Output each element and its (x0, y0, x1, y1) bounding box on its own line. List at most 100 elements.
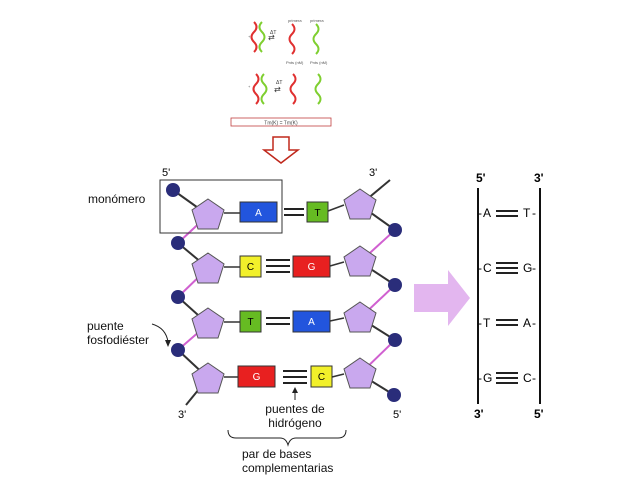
monomer-label: monómero (88, 192, 146, 206)
base-pair-row-4: G C (237, 365, 333, 388)
five-prime-top-label: 5' (162, 167, 170, 179)
simplified-pair-3: - T A - (478, 316, 536, 330)
svg-text:-: - (478, 371, 482, 385)
three-prime-bottom-label: 3' (178, 409, 186, 421)
base-label: G (308, 262, 316, 273)
melting-curve-figure: + ΔT ⇄ primera primera Pnts (nM) Pnts (n… (230, 18, 332, 127)
svg-text:-: - (532, 316, 536, 330)
base-box-left (237, 365, 276, 388)
svg-text:-: - (532, 261, 536, 275)
helix-green-2 (314, 73, 322, 105)
top-label: Pnts (nM) (286, 60, 304, 65)
base-label: T (314, 208, 320, 219)
base-letter: G (483, 371, 492, 385)
base-letter: G (523, 261, 532, 275)
svg-text:-: - (478, 316, 482, 330)
base-label: A (255, 208, 262, 219)
base-label: C (318, 372, 325, 383)
phosphate-circle (171, 343, 185, 357)
base-letter: - (478, 206, 482, 220)
helix-double-1 (250, 21, 266, 53)
top-label: primera (288, 18, 302, 23)
svg-text:ΔT: ΔT (270, 30, 276, 36)
sugar-pentagon (191, 252, 225, 284)
phosphate-circle (388, 223, 402, 237)
pair-brace (227, 429, 347, 447)
hbond-dots (266, 317, 290, 325)
helix-red-2 (289, 73, 297, 105)
hbond-dots (284, 208, 304, 216)
equation-text: Tm(K) = Tm(K) (264, 121, 298, 127)
hbond-dots (283, 370, 307, 384)
base-pair-row-1: A T (239, 201, 329, 223)
simplified-pair-1: - A T - (478, 206, 536, 220)
helix-double-2 (252, 73, 268, 105)
sugars (191, 188, 377, 394)
base-letter: T (523, 206, 531, 220)
helix-red-1 (288, 23, 296, 55)
three-prime-top-label: 3' (534, 171, 544, 185)
bridge-label: puente (87, 319, 124, 333)
hbond-dots (266, 259, 290, 273)
svg-text:⇄: ⇄ (268, 33, 275, 42)
phosphate-circle (388, 278, 402, 292)
base-letter: C (523, 371, 532, 385)
sugar-pentagon (191, 307, 225, 339)
base-pair-row-3: T A (239, 310, 331, 333)
three-prime-top-label: 3' (369, 167, 377, 179)
svg-text:-: - (532, 371, 536, 385)
monomer-box (159, 179, 283, 234)
base-connectors (224, 204, 345, 378)
phosphate-circle (387, 388, 401, 402)
base-letter: C (483, 261, 492, 275)
bridge-label: fosfodiéster (87, 333, 149, 347)
base-label: A (308, 317, 315, 328)
svg-text:⇄: ⇄ (274, 85, 281, 94)
right-arrow-icon (414, 270, 470, 326)
phosphate-circle (166, 183, 180, 197)
arrowhead-icon (165, 340, 171, 347)
sugar-pentagon (343, 301, 377, 333)
simplified-dna: 5' 3' 3' 5' - A T - - C G - - T (474, 171, 544, 421)
base-box-left (239, 255, 262, 278)
svg-text:-: - (478, 261, 482, 275)
base-label: T (247, 317, 253, 328)
phosphate-circle (171, 236, 185, 250)
base-letter: A (523, 316, 531, 330)
bridge-pointer-arrow (151, 323, 169, 343)
svg-text:+: + (248, 34, 251, 39)
simplified-pair-4: - G C - (478, 371, 536, 385)
helix-green-1 (312, 23, 320, 55)
pair-label: par de bases (242, 447, 311, 461)
base-box-left (239, 310, 262, 333)
hbond-label: puentes de (265, 402, 325, 416)
base-label: G (253, 372, 261, 383)
sugar-pentagon (191, 198, 225, 230)
sugar-pentagon (343, 357, 377, 389)
phosphate-circle (171, 290, 185, 304)
phosphates (166, 183, 402, 402)
base-pair-row-2: C G (239, 255, 331, 278)
sugar-pentagon (343, 188, 377, 220)
hbond-label: hidrógeno (268, 416, 322, 430)
base-box-left (239, 201, 278, 223)
pair-label: complementarias (242, 461, 333, 475)
svg-text:+: + (248, 84, 251, 89)
top-label: Pnts (nM) (310, 60, 328, 65)
base-box-right (306, 201, 329, 223)
five-prime-top-label: 5' (476, 171, 486, 185)
five-prime-bottom-label: 5' (393, 409, 401, 421)
base-letter: T (483, 316, 491, 330)
sugar-pentagon (191, 362, 225, 394)
down-arrow-icon (261, 136, 301, 164)
dna-ladder: A T C G T A G C 5' 3' 3' 5 (87, 167, 402, 475)
base-box-right (292, 255, 331, 278)
three-prime-bottom-label: 3' (474, 407, 484, 421)
equation-box (230, 117, 332, 127)
svg-text:-: - (532, 206, 536, 220)
simplified-pair-2: - C G - (478, 261, 536, 275)
arrowhead-icon (292, 387, 298, 393)
hydrogen-bonds (266, 208, 307, 384)
sugar-pentagon (343, 245, 377, 277)
svg-text:ΔT: ΔT (276, 80, 282, 86)
